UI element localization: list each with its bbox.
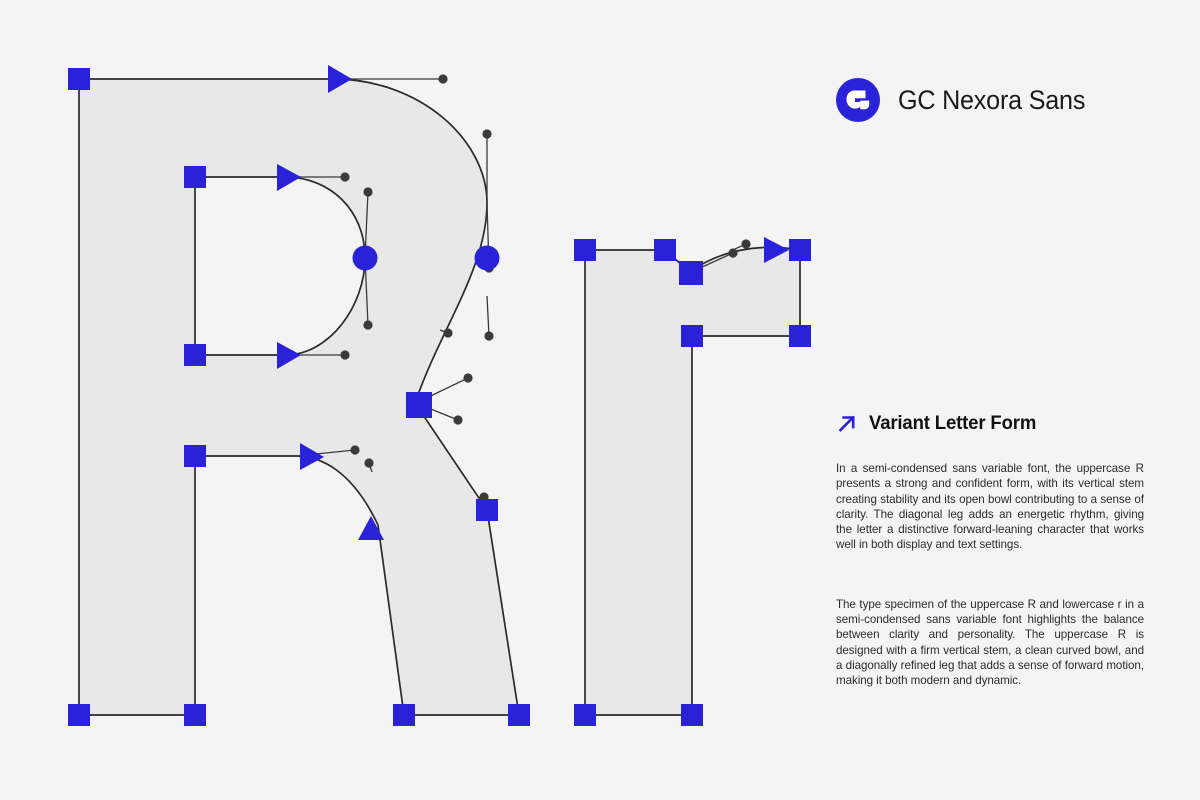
direction-marker-triangle[interactable] <box>300 443 324 470</box>
variant-paragraph-1: In a semi-condensed sans variable font, … <box>836 462 1144 552</box>
corner-node-square[interactable] <box>789 325 811 347</box>
corner-node-square[interactable] <box>68 704 90 726</box>
corner-node-square[interactable] <box>679 261 703 285</box>
direction-markers-group <box>277 65 789 540</box>
corner-node-square[interactable] <box>789 239 811 261</box>
smooth-node-circle[interactable] <box>474 245 500 271</box>
corner-node-square[interactable] <box>393 704 415 726</box>
smooth-node-circle[interactable] <box>352 245 378 271</box>
bezier-handle-dot[interactable] <box>363 320 373 330</box>
brand-header: GC Nexora Sans <box>836 78 1099 122</box>
corner-node-square[interactable] <box>681 325 703 347</box>
direction-marker-triangle[interactable] <box>277 342 301 369</box>
bezier-handle-dot[interactable] <box>463 373 473 383</box>
glyph-uppercase-R[interactable] <box>78 78 520 716</box>
brand-title: GC Nexora Sans <box>898 84 1086 115</box>
smooth-nodes-group <box>352 245 500 271</box>
direction-marker-triangle[interactable] <box>277 164 301 191</box>
bezier-handle-dot[interactable] <box>363 187 373 197</box>
bezier-handle-dot[interactable] <box>443 328 453 338</box>
glyph-lowercase-r[interactable] <box>584 246 801 716</box>
bezier-handle-dot[interactable] <box>364 458 374 468</box>
vector-editor-canvas[interactable]: .glyph { fill:#e8e8e8; stroke:#2a2a2a; s… <box>0 0 820 800</box>
corner-node-square[interactable] <box>681 704 703 726</box>
bezier-handle-dot[interactable] <box>350 445 360 455</box>
gc-logo-icon <box>836 78 880 122</box>
bezier-handle-dot[interactable] <box>453 415 463 425</box>
corner-nodes-group <box>68 68 811 726</box>
corner-node-square[interactable] <box>476 499 498 521</box>
direction-marker-triangle[interactable] <box>764 237 789 263</box>
bezier-handle-dot[interactable] <box>438 74 448 84</box>
variant-section-title: Variant Letter Form <box>869 412 1037 434</box>
direction-marker-triangle[interactable] <box>328 65 352 93</box>
corner-node-square[interactable] <box>508 704 530 726</box>
corner-node-square[interactable] <box>68 68 90 90</box>
variant-section: Variant Letter Form In a semi-condensed … <box>836 412 1144 689</box>
corner-node-square[interactable] <box>654 239 676 261</box>
bezier-handle-dot[interactable] <box>484 331 494 341</box>
variant-section-header: Variant Letter Form <box>836 412 1144 435</box>
bezier-handle-dot[interactable] <box>340 172 350 182</box>
corner-node-square[interactable] <box>184 344 206 366</box>
corner-node-square[interactable] <box>574 704 596 726</box>
info-panel: GC Nexora Sans Variant Letter Form In a … <box>820 0 1200 800</box>
variant-paragraph-2: The type specimen of the uppercase R and… <box>836 597 1144 688</box>
corner-node-square[interactable] <box>184 445 206 467</box>
direction-marker-triangle[interactable] <box>358 516 384 540</box>
corner-node-square[interactable] <box>406 392 432 418</box>
bezier-handle-dot[interactable] <box>728 248 738 258</box>
corner-node-square[interactable] <box>184 166 206 188</box>
bezier-handle-dot[interactable] <box>741 239 751 249</box>
corner-node-square[interactable] <box>574 239 596 261</box>
bezier-handle-dot[interactable] <box>340 350 350 360</box>
corner-node-square[interactable] <box>184 704 206 726</box>
bezier-handle-dot[interactable] <box>482 129 492 139</box>
arrow-up-right-icon <box>838 415 855 432</box>
